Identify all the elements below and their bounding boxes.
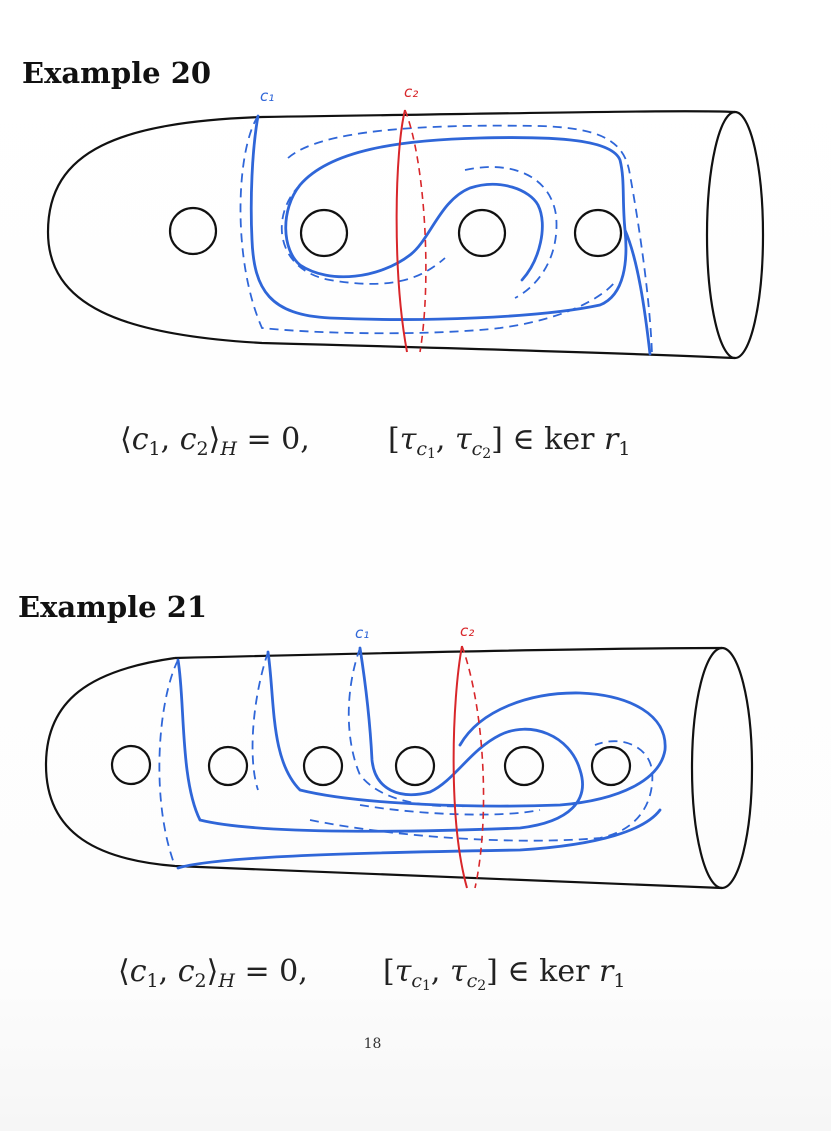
surface-end-cap bbox=[705, 110, 765, 360]
curve-c2-front bbox=[395, 109, 408, 353]
curve-c1-front bbox=[249, 114, 652, 356]
curve-c2-back bbox=[404, 109, 427, 353]
hole-5 bbox=[503, 745, 545, 787]
surface-outline bbox=[44, 646, 723, 890]
example-20-heading: Example 20 bbox=[22, 56, 212, 90]
curve-label-c1: c₁ bbox=[355, 624, 369, 642]
example-21-figure: c₁ c₂ bbox=[44, 622, 754, 890]
curve-c2-back bbox=[461, 645, 485, 889]
surface-outline bbox=[46, 110, 736, 360]
hole-6 bbox=[590, 745, 632, 787]
example-20-formula-left: ⟨c1, c2⟩H = 0, bbox=[120, 422, 310, 460]
hole-4 bbox=[573, 208, 623, 258]
curve-label-c2: c₂ bbox=[404, 83, 418, 101]
example-21-heading: Example 21 bbox=[18, 590, 208, 624]
example-20-figure: c₁ c₂ bbox=[46, 83, 765, 360]
hole-3 bbox=[302, 745, 344, 787]
hole-2 bbox=[299, 208, 349, 258]
hole-2 bbox=[207, 745, 249, 787]
hole-3 bbox=[457, 208, 507, 258]
curve-c2-front bbox=[452, 645, 468, 889]
curve-c1-back bbox=[158, 647, 654, 867]
surface-end-cap bbox=[690, 646, 754, 890]
hole-1 bbox=[168, 206, 218, 256]
hole-1 bbox=[110, 744, 152, 786]
example-21-formula-right: [τc1, τc2] ∈ ker r1 bbox=[383, 954, 626, 994]
curve-label-c2: c₂ bbox=[460, 622, 474, 640]
example-21-formula-left: ⟨c1, c2⟩H = 0, bbox=[118, 954, 308, 992]
example-20-formula-right: [τc1, τc2] ∈ ker r1 bbox=[388, 422, 631, 462]
curve-label-c1: c₁ bbox=[260, 87, 274, 105]
hole-4 bbox=[394, 745, 436, 787]
page-number: 18 bbox=[363, 1036, 382, 1052]
